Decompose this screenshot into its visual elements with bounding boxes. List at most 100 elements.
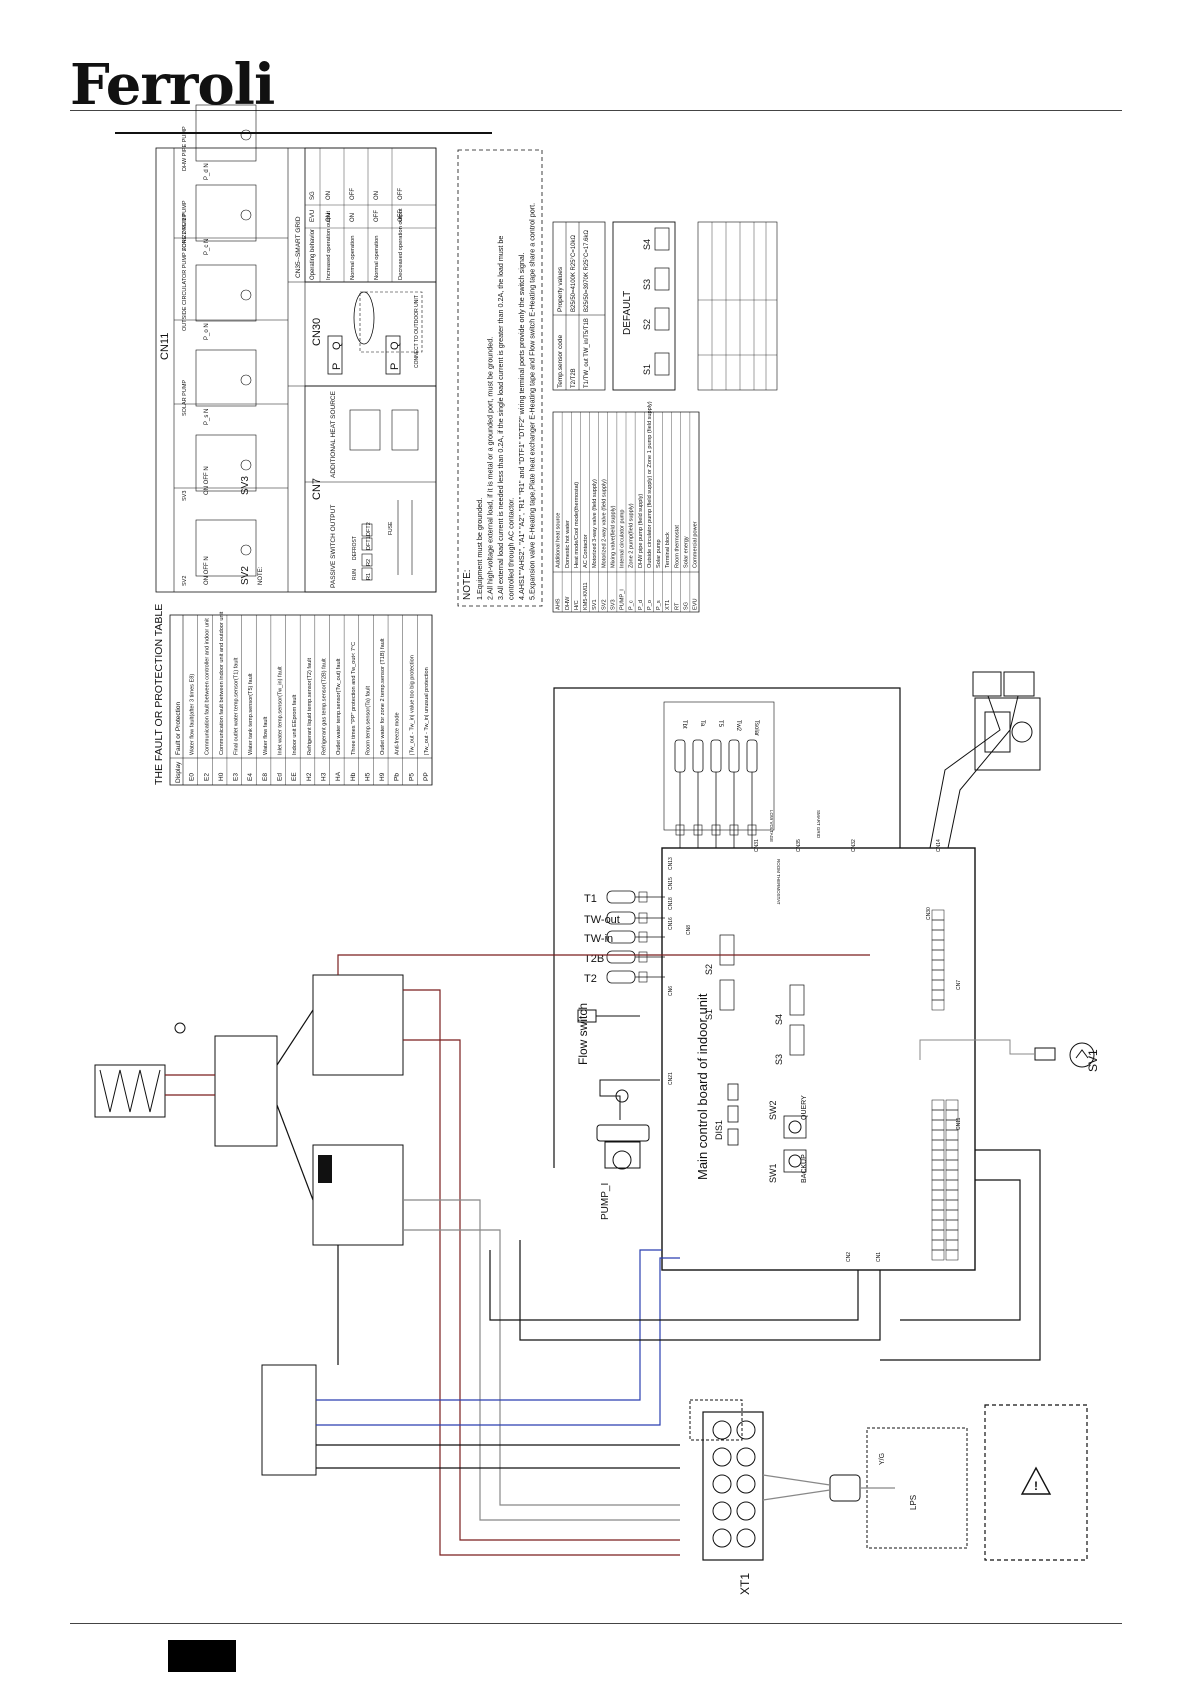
sv3-symbol-label: SV3: [240, 476, 251, 495]
board-switch-label: S1: [704, 1009, 714, 1020]
fault-description: Refrigerant gas temp.sensor(T2B) fault: [321, 658, 327, 755]
sensor-header-values: Property values: [557, 266, 564, 312]
pump-label: PUMP_I: [600, 1183, 611, 1220]
board-sensor-label: TW-in: [584, 933, 613, 945]
fault-code: P5: [408, 773, 415, 781]
cn11-section-label: SV2: [182, 576, 188, 586]
board-switch-label: S4: [774, 1014, 784, 1025]
cn35-header: Operating behavior: [310, 229, 316, 280]
cn11-terminal: P_o N: [204, 323, 210, 340]
legend-code: P_c: [629, 600, 635, 610]
board-connector: CN6: [668, 986, 674, 996]
top-sensor-label: Tw2: [735, 720, 741, 732]
fault-code: H5: [364, 772, 371, 781]
sensor-code: T1/TW_out TW_in/T5/T1B: [584, 318, 590, 388]
fault-description: Water flow fault(after 3 times E8): [190, 674, 196, 755]
fault-code: E2: [203, 773, 210, 781]
legend-description: Room thermostat: [674, 525, 680, 568]
note-title: NOTE:: [462, 569, 473, 600]
cn7-defrost-label: DEFROST: [352, 536, 358, 560]
cn30-terminal-q: Q: [331, 341, 343, 350]
legend-description: Mixing valve(field supply): [610, 505, 616, 568]
cn11-title: CN11: [159, 333, 171, 360]
sensor-code: T2/T2B: [571, 368, 577, 388]
cn35-title: CN35--SMART GRID: [295, 216, 302, 278]
board-connector: CN8: [686, 925, 692, 935]
default-title: DEFAULT: [622, 291, 633, 335]
cn7-terminal-label: R2: [366, 559, 372, 566]
dis1-label: DIS1: [714, 1120, 724, 1140]
board-connector: CN14: [936, 839, 942, 852]
cn11-terminal: P_d N: [204, 163, 210, 180]
fault-code: H2: [306, 772, 313, 781]
default-switch-label: S2: [642, 319, 652, 330]
cn11-section-label: SV3: [182, 491, 188, 501]
fault-description: Three times "PP" protection and Tw_out< …: [351, 642, 357, 755]
cn35-sg: OFF: [350, 188, 356, 200]
legend-description: Motorized 3-way valve (field supply): [592, 479, 598, 568]
cn7-passive-label: PASSIVE SWITCH OUTPUT: [330, 505, 337, 588]
cn7-run-label: RUN: [352, 569, 358, 580]
legend-code: EVU: [693, 598, 699, 610]
note-line: 3.All external load current is needed le…: [496, 236, 505, 600]
board-connector: CN35: [796, 839, 802, 852]
default-switch-label: S1: [642, 364, 652, 375]
legend-code: XT1: [665, 600, 671, 610]
smartgrid-label: SMART GRID: [816, 810, 821, 839]
cn7-terminal-label: DFT1: [366, 536, 372, 550]
cn11-section-label: SOLAR PUMP: [182, 380, 188, 416]
cn11-section-label: ZONE 2 PUMP: [182, 213, 188, 251]
cn7-panel: CN7 PASSIVE SWITCH OUTPUT ADDITIONAL HEA…: [304, 385, 437, 593]
note-line: 1.Equipment must be grounded.: [475, 498, 484, 600]
warning-icon: !: [1034, 1479, 1038, 1493]
legend-description: Motorized 2-way valve (field supply): [601, 479, 607, 568]
legend-description: Internal circulator pump: [620, 510, 626, 568]
board-switch-label: S2: [704, 964, 714, 975]
note-box: NOTE: 1.Equipment must be grounded.2.All…: [457, 149, 543, 607]
fault-description: Indoor unit EEprom fault: [292, 694, 298, 755]
fault-code: PP: [423, 772, 430, 781]
board-connector: CN21: [668, 1072, 674, 1085]
flow-switch-label: Flow switch: [576, 1003, 590, 1065]
legend-description: Heat mode/Cool mode(thermostat): [574, 482, 580, 568]
board-connector: CN2: [846, 1252, 852, 1262]
fault-description: Anti-freeze mode: [395, 712, 401, 755]
legend-description: DHW pipe pump (field supply): [638, 494, 644, 568]
sw2-label: SW2: [768, 1100, 778, 1120]
sensor-values: B25/50=3970K R25°C=17.6kΩ: [584, 230, 590, 312]
legend-code: SV2: [601, 599, 607, 610]
fault-description: Refrigerant liquid temp.sensor(T2) fault: [307, 658, 313, 755]
wiring: [165, 687, 1041, 1556]
fault-description: Communication fault between controller a…: [204, 618, 210, 755]
cn7-additional-label: ADDITIONAL HEAT SOURCE: [330, 390, 337, 478]
cn35-panel: CN35--SMART GRID Operating behaviorEVUSG…: [295, 147, 437, 283]
cn35-sg: ON: [326, 191, 332, 200]
fault-header-display: Display: [175, 761, 182, 783]
fault-code: HA: [335, 771, 342, 781]
cn35-sg: OFF: [398, 188, 404, 200]
fault-code: E4: [247, 773, 254, 781]
pump-symbol: [596, 1079, 660, 1170]
fault-code: H9: [379, 772, 386, 781]
xt1-terminal-block: !: [689, 1399, 1088, 1561]
yg-label: Y/G: [879, 1453, 886, 1465]
board-switch-label: S3: [774, 1054, 784, 1065]
board-sensor-label: T2B: [584, 953, 604, 965]
cn30-terminal-p: P: [331, 363, 343, 370]
fault-code: E0: [189, 773, 196, 781]
main-control-board: Main control board of indoor unit DIS1 S…: [576, 701, 1100, 1595]
fault-description: Outlet water for zone 2 temp.sensor (T1B…: [380, 638, 386, 755]
note-line: controlled through AC contactor.: [507, 498, 516, 600]
cn35-behavior: Decreased operation output: [398, 208, 404, 280]
cn35-header: EVU: [310, 210, 316, 222]
note-line: 4.AHS1""AHS2", "A1" "A2", "R1" "R1" and …: [517, 253, 526, 600]
legend-code: SV3: [610, 599, 616, 610]
legend-description: Outside circulator pump (field supply) o…: [647, 401, 653, 568]
contactor-block: [94, 974, 404, 1476]
board-connector: CN1: [876, 1252, 882, 1262]
top-sensor-label: Tbt: [681, 720, 687, 729]
cn11-section-label: OUTSIDE CIRCULATOR PUMP FOR ZONE 1 PUMP: [182, 200, 188, 331]
fault-table-title: THE FAULT OR PROTECTION TABLE: [153, 604, 165, 785]
